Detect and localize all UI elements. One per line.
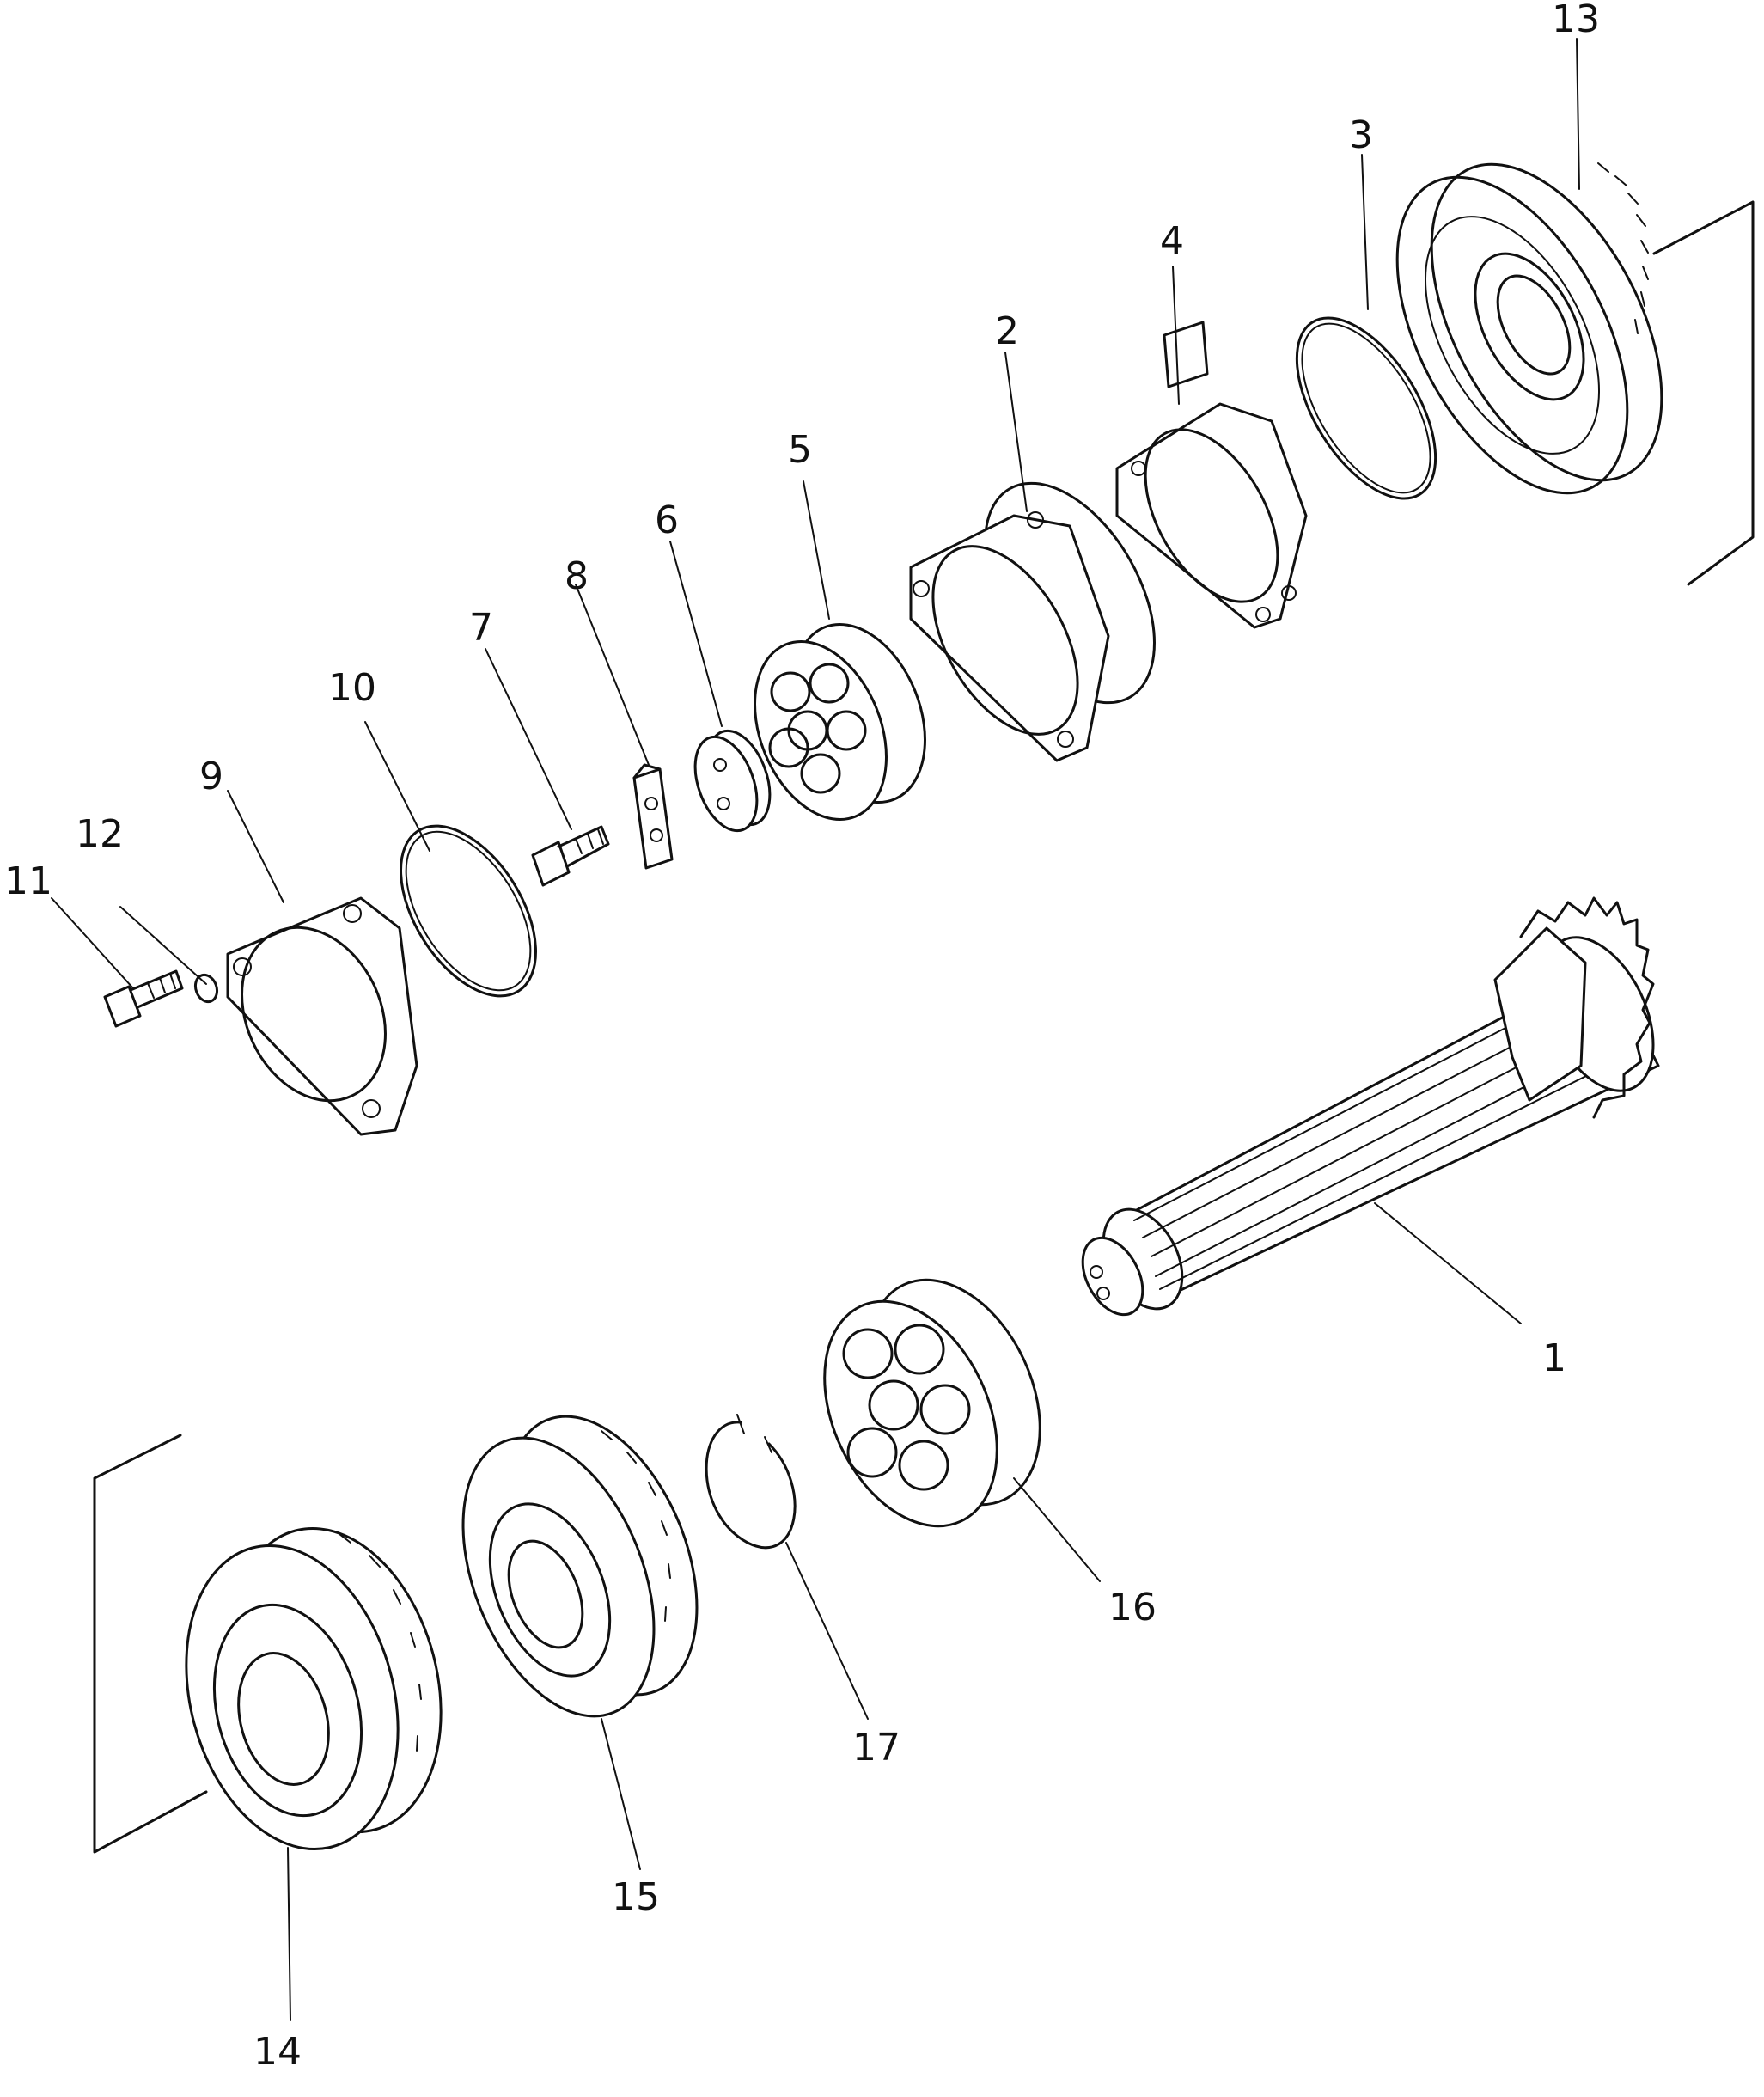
callout-10: 10 [328, 666, 376, 710]
callout-14: 14 [253, 2030, 302, 2074]
part-17-snap-ring [705, 1414, 797, 1550]
part-4-gasket-plate [1115, 321, 1308, 629]
part-8-lock-plate [632, 763, 674, 870]
callout-2: 2 [995, 309, 1019, 353]
callout-17: 17 [852, 1726, 900, 1770]
part-13-spur-gear [1395, 162, 1755, 586]
callout-labels: 13 3 4 2 5 6 8 7 10 9 12 11 1 16 17 15 1… [4, 0, 1600, 2074]
callout-1: 1 [1542, 1336, 1566, 1380]
callout-16: 16 [1108, 1586, 1157, 1629]
part-15-spur-gear [461, 1415, 699, 1718]
callout-12: 12 [76, 812, 124, 856]
part-9-end-cover [226, 896, 418, 1136]
part-2-bearing-cage [909, 481, 1156, 762]
part-5-ball-bearing [754, 622, 926, 822]
callout-13: 13 [1552, 0, 1600, 41]
callout-5: 5 [788, 428, 812, 472]
callout-3: 3 [1349, 113, 1373, 157]
callout-7: 7 [469, 606, 493, 650]
callout-6: 6 [655, 498, 679, 542]
part-16-ball-bearing [823, 1278, 1041, 1528]
part-3-o-ring [1295, 316, 1437, 500]
callout-11: 11 [4, 859, 52, 903]
part-7-bolt [531, 825, 610, 887]
part-14-spur-gear [93, 1434, 443, 1854]
callout-9: 9 [199, 755, 223, 798]
part-1-pinion-shaft [1081, 896, 1660, 1317]
leader-lines [51, 38, 1580, 2021]
callout-8: 8 [565, 554, 589, 598]
part-6-washer [693, 729, 772, 833]
callout-4: 4 [1160, 219, 1184, 263]
part-12-lock-washer [193, 973, 219, 1004]
part-11-bolt [103, 969, 184, 1028]
callout-15: 15 [612, 1875, 660, 1919]
